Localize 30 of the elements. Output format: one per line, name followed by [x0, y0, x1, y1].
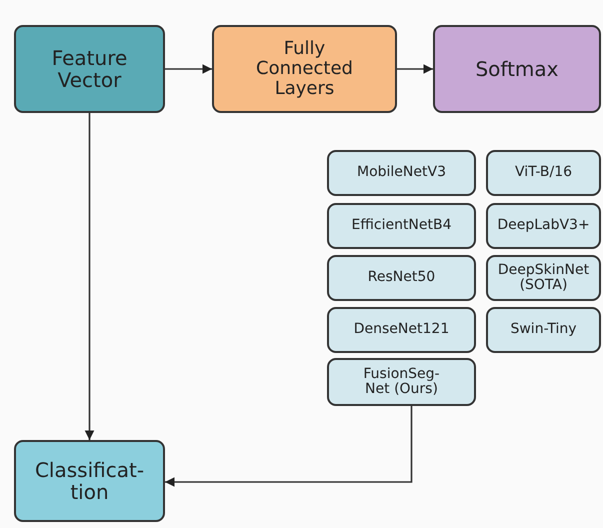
- node-label: DeepLabV3+: [497, 218, 590, 234]
- model-box: [327, 203, 476, 249]
- model-box: [327, 307, 476, 353]
- node-label: Feature Vector: [50, 47, 128, 91]
- arrow: [397, 64, 433, 74]
- model-box: [327, 150, 476, 196]
- model-box: [327, 255, 476, 301]
- node-label: Swin-Tiny: [510, 322, 577, 338]
- model-box: [486, 150, 601, 196]
- model-box: [327, 358, 476, 406]
- node-label: DenseNet121: [354, 322, 450, 338]
- model-box: [486, 307, 601, 353]
- arrow: [165, 406, 412, 487]
- node-label: ViT-B/16: [514, 165, 572, 181]
- arrow: [84, 113, 94, 440]
- node-label: Softmax: [475, 58, 559, 80]
- node-label: ResNet50: [368, 270, 436, 286]
- node-label: FusionSeg- Net (Ours): [362, 366, 441, 398]
- node-label: DeepSkinNet (SOTA): [496, 262, 590, 294]
- process-box: [212, 25, 397, 113]
- node-label: Fully Connected Layers: [255, 39, 354, 99]
- model-box: [486, 255, 601, 301]
- process-box: [14, 440, 165, 522]
- arrow: [165, 64, 212, 74]
- node-label: EfficientNetB4: [351, 218, 452, 234]
- process-box: [14, 25, 165, 113]
- node-label: MobileNetV3: [357, 165, 446, 181]
- model-box: [486, 203, 601, 249]
- node-label: Classificat- tion: [34, 459, 146, 503]
- process-box: [433, 25, 601, 113]
